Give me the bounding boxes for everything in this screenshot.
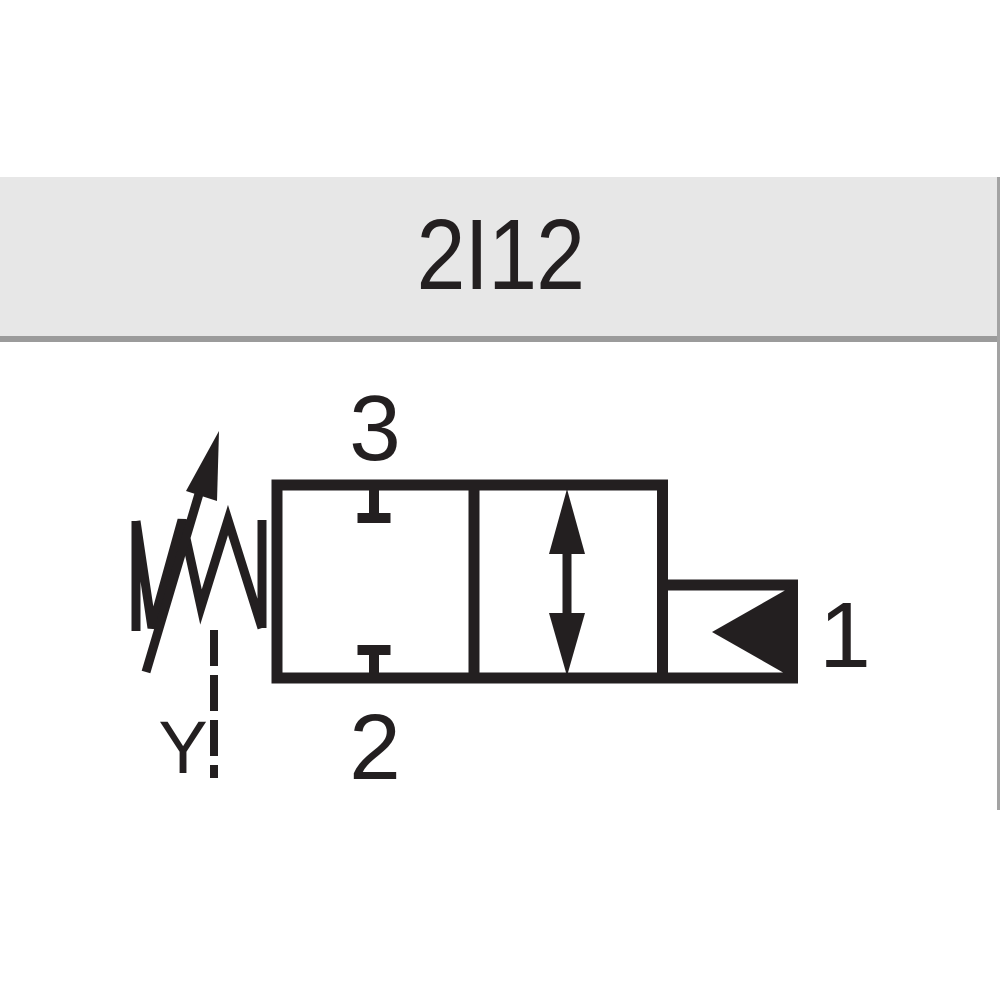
product-code-title: 2I12 — [416, 198, 585, 311]
adjustability-arrowhead-icon — [186, 431, 219, 501]
flow-arrowhead-up-icon — [549, 489, 585, 554]
flow-arrowhead-down-icon — [549, 613, 585, 676]
port-2-label: 2 — [349, 695, 401, 799]
port-3-blocked-symbol — [357, 480, 391, 523]
port-3-label: 3 — [349, 376, 401, 480]
port-1-label: 1 — [819, 583, 871, 687]
spring-icon — [131, 504, 267, 631]
table-frame-line — [997, 177, 1000, 810]
hydraulic-pilot-triangle-icon — [712, 583, 798, 681]
adjustability-arrow-shaft — [141, 475, 209, 674]
pilot-actuator-box — [662, 579, 798, 684]
port-2-blocked-symbol — [357, 645, 391, 683]
pilot-drain-label: Y — [158, 706, 207, 789]
product-header: 2I12 — [0, 177, 1000, 342]
